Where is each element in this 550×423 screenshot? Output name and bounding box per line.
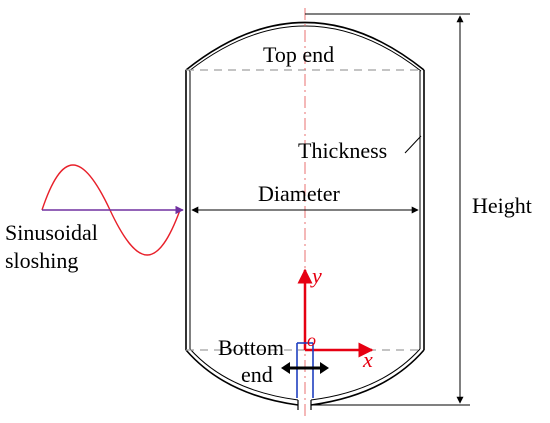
tank-outline <box>185 21 425 410</box>
top-dome-inner <box>188 25 422 72</box>
sinusoidal-label: Sinusoidal <box>5 220 98 245</box>
bottom-label: Bottom <box>218 335 284 360</box>
end-label: end <box>241 362 273 387</box>
bottom-dome-right-inner <box>310 348 421 401</box>
diameter-label: Diameter <box>258 181 341 206</box>
bottom-dome-left <box>185 349 299 406</box>
bottom-dome-left-inner <box>189 348 299 401</box>
height-dimension <box>305 13 470 406</box>
thickness-label: Thickness <box>298 138 387 163</box>
coordinate-axes <box>297 268 374 358</box>
top-dome <box>185 21 425 71</box>
bottom-sensor <box>296 342 314 398</box>
height-label: Height <box>472 193 532 218</box>
top-end-label: Top end <box>263 42 334 67</box>
origin-label: o <box>307 330 316 350</box>
bottom-dome-right <box>310 349 425 406</box>
sloshing-label: sloshing <box>5 248 78 273</box>
bottom-motion-arrow <box>281 362 329 374</box>
thickness-leader <box>404 135 422 154</box>
x-axis-label: x <box>362 347 373 372</box>
y-axis-label: y <box>310 263 322 288</box>
